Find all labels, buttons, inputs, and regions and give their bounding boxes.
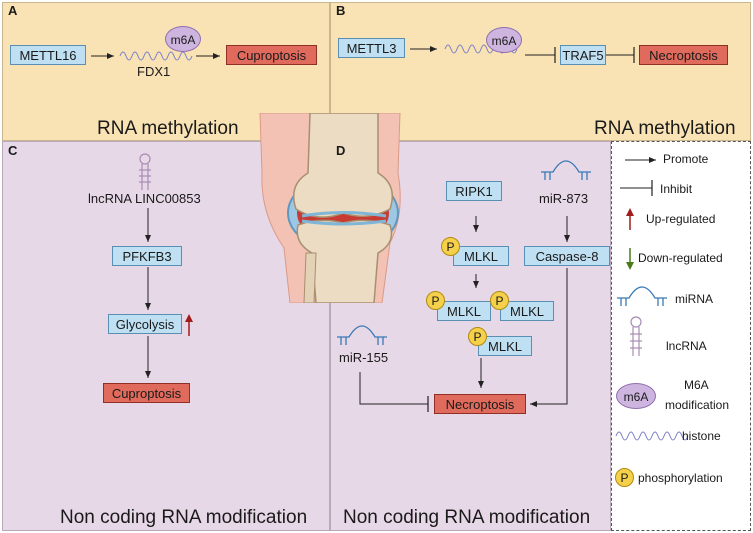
lncrna-hairpin-c xyxy=(139,153,151,190)
knee-joint-illustration xyxy=(259,113,401,303)
legend-panel xyxy=(611,141,751,531)
label-mir-155: miR-155 xyxy=(339,350,389,365)
legend-m6a-line2: modification xyxy=(665,398,730,412)
panel-a-title: RNA methylation xyxy=(97,118,239,139)
phospho-badge-1: P xyxy=(441,237,460,256)
node-cuproptosis-a: Cuproptosis xyxy=(226,45,317,65)
node-mlkl-4: MLKL xyxy=(478,336,532,356)
legend-lncrna-label: lncRNA xyxy=(666,339,707,353)
panel-b-title: RNA methylation xyxy=(594,118,736,139)
node-mlkl-2: MLKL xyxy=(437,301,491,321)
phospho-badge-3: P xyxy=(490,291,509,310)
panel-b-letter: B xyxy=(336,3,346,18)
node-caspase-8: Caspase-8 xyxy=(524,246,610,266)
legend-lncrna-symbol xyxy=(630,316,642,356)
phospho-badge-2: P xyxy=(426,291,445,310)
legend-mirna-symbol xyxy=(617,286,667,306)
panel-d-letter: D xyxy=(336,143,346,158)
node-ripk1: RIPK1 xyxy=(446,181,502,201)
node-glycolysis: Glycolysis xyxy=(108,314,182,334)
node-mlkl-3: MLKL xyxy=(500,301,554,321)
m6a-badge-b: m6A xyxy=(486,27,522,53)
phospho-badge-4: P xyxy=(468,327,487,346)
inhibit-d1 xyxy=(359,372,428,405)
node-mettl3: METTL3 xyxy=(338,38,405,58)
node-cuproptosis-c: Cuproptosis xyxy=(103,383,190,403)
mirna-873-symbol xyxy=(541,160,591,180)
legend-promote-label: Promote xyxy=(663,152,709,166)
legend-histone-label: histone xyxy=(682,429,721,443)
legend-m6a-badge: m6A xyxy=(616,383,656,409)
legend-inhibit-label: Inhibit xyxy=(660,182,693,196)
panel-c-title: Non coding RNA modification xyxy=(60,507,308,528)
node-traf5: TRAF5 xyxy=(560,45,606,65)
legend-m6a-line1: M6A xyxy=(684,378,709,392)
histone-helix-a xyxy=(119,51,193,61)
node-pfkfb3: PFKFB3 xyxy=(112,246,182,266)
panel-c-letter: C xyxy=(8,143,18,158)
legend-up-label: Up-regulated xyxy=(646,212,716,226)
label-lncrna-linc00853: lncRNA LINC00853 xyxy=(88,191,201,206)
node-necroptosis-d: Necroptosis xyxy=(434,394,526,414)
legend-phosphorylation-label: phosphorylation xyxy=(638,471,723,485)
arrow-d5 xyxy=(530,268,568,407)
node-mlkl-1: MLKL xyxy=(453,246,509,266)
node-mettl16: METTL16 xyxy=(10,45,86,65)
legend-phospho-badge: P xyxy=(615,468,634,487)
legend-histone-symbol xyxy=(615,431,689,441)
mirna-155-symbol xyxy=(337,325,387,345)
node-necroptosis-b: Necroptosis xyxy=(639,45,728,65)
m6a-badge-a: m6A xyxy=(165,26,201,52)
legend-down-label: Down-regulated xyxy=(638,251,723,265)
panel-d-title: Non coding RNA modification xyxy=(343,507,591,528)
label-mir-873: miR-873 xyxy=(539,191,589,206)
panel-a-letter: A xyxy=(8,3,18,18)
label-fdx1: FDX1 xyxy=(137,64,171,79)
legend-mirna-label: miRNA xyxy=(675,292,713,306)
